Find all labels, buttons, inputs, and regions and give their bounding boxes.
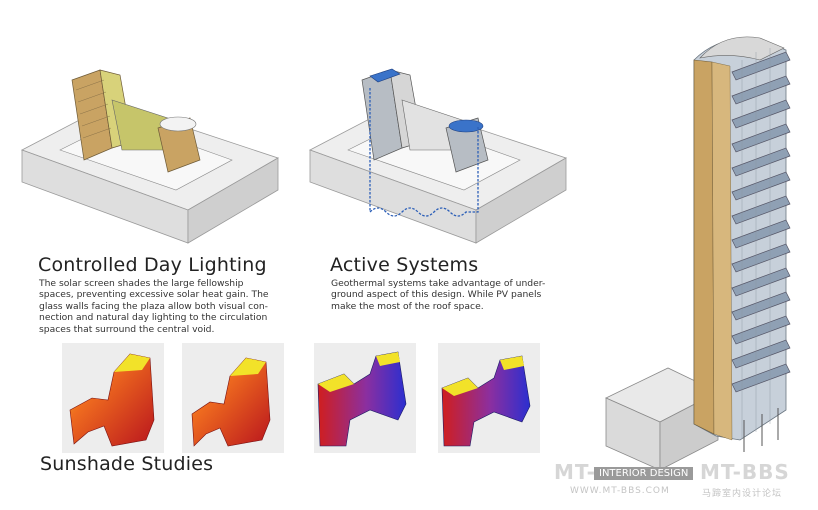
- floor-plates: [731, 51, 791, 393]
- tower-roof: [699, 36, 785, 61]
- tower-wood-screen: [693, 59, 715, 435]
- watermark-url: WWW.MT-BBS.COM: [570, 486, 670, 496]
- watermark-left-text: MT-: [554, 460, 596, 484]
- active-description: Geothermal systems take advantage of und…: [331, 278, 546, 312]
- lighting-description: The solar screen shades the large fellow…: [39, 278, 269, 335]
- sunshade-study-3: [314, 343, 416, 453]
- lighting-title: Controlled Day Lighting: [38, 254, 267, 276]
- pv-panels-right: [448, 119, 484, 133]
- site-block-right: [187, 157, 279, 244]
- watermark-badge: INTERIOR DESIGN: [594, 467, 694, 480]
- watermark-chinese: 马蹄室内设计论坛: [702, 489, 783, 499]
- watermark-right-text: MT-BBS: [700, 460, 790, 484]
- geothermal-loop: [369, 88, 479, 217]
- watermark: MT- INTERIOR DESIGN MT-BBS WWW.MT-BBS.CO…: [510, 440, 810, 502]
- pv-panels-left: [369, 68, 401, 83]
- sunshade-study-1: [62, 343, 164, 453]
- sunshade-study-4: [438, 343, 540, 453]
- site-block-right: [475, 157, 567, 244]
- sunshade-title: Sunshade Studies: [40, 453, 214, 475]
- sunshade-study-2: [182, 343, 284, 453]
- active-title: Active Systems: [330, 254, 479, 276]
